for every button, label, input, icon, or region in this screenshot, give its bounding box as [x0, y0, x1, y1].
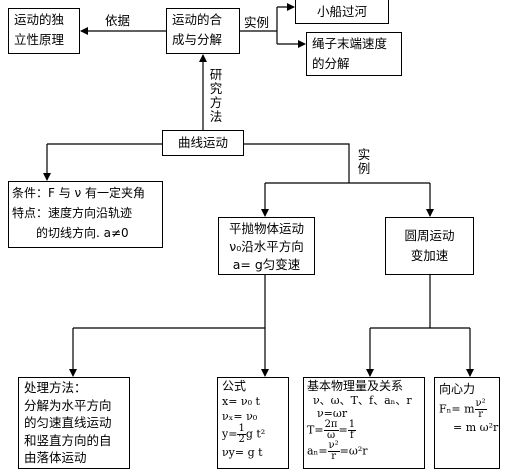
- synthesis-decomposition-node: 运动的合 成与分解: [166, 8, 240, 54]
- independence-principle-node: 运动的独 立性原理: [8, 8, 80, 54]
- curvilinear-motion-node: 曲线运动: [162, 130, 244, 156]
- boat-crossing-node: 小船过河: [295, 0, 389, 24]
- circular-motion-node: 圆周运动 变加速: [385, 217, 474, 275]
- research-method-label: 研 究 方 法: [209, 67, 223, 124]
- processing-method-node: 处理方法： 分解为水平方向 的匀速直线运动 和竖直方向的自 由落体运动: [18, 377, 130, 469]
- projectile-motion-node: 平抛物体运动 ν₀沿水平方向 a= g匀变速: [218, 217, 315, 275]
- example-label-mid: 实 例: [357, 147, 371, 176]
- condition-feature-node: 条件：F 与 ν 有一定夹角 特点：速度方向沿轨迹 的切线方向. a≠0: [8, 181, 163, 248]
- rope-velocity-node: 绳子末端速度 的分解: [306, 32, 402, 76]
- basis-label: 依据: [105, 13, 131, 28]
- example-label-top: 实例: [244, 15, 270, 30]
